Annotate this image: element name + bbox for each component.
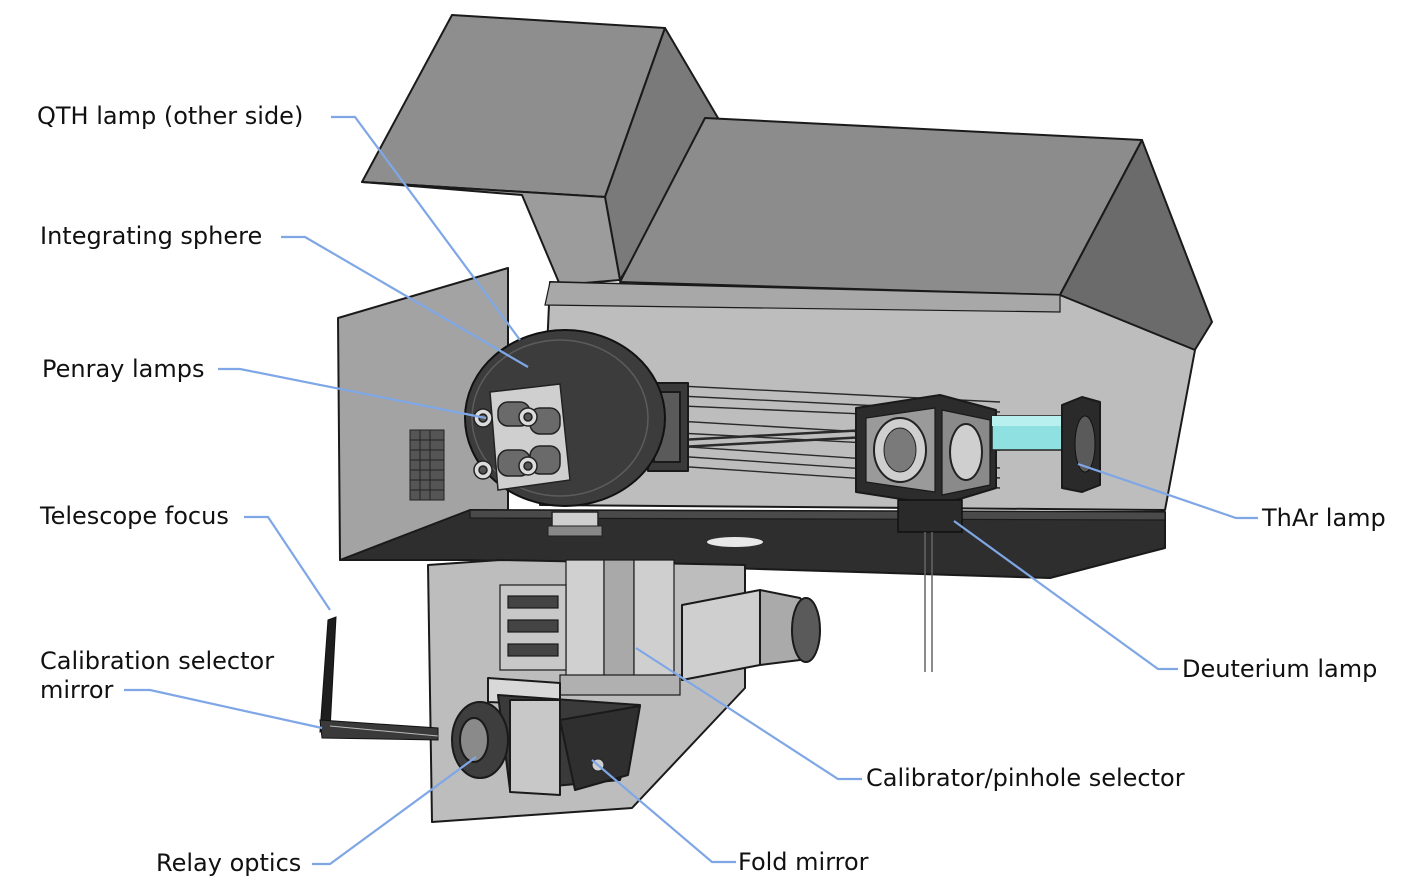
telescope-focus-stub xyxy=(319,616,439,741)
label-fold-mirror: Fold mirror xyxy=(738,848,869,876)
label-calibration-selector-mirror-2: mirror xyxy=(40,676,114,704)
fold-mirror-plate xyxy=(559,705,641,791)
leader-qth-lamp xyxy=(331,115,521,341)
leader-fold-mirror xyxy=(591,759,736,864)
translation-stage xyxy=(499,584,567,671)
integrating-sphere xyxy=(464,329,666,537)
enclosure xyxy=(337,14,1213,579)
leader-penray-lamps xyxy=(218,367,487,420)
leader-calibrator-pinhole-selector xyxy=(635,647,862,781)
lid-top xyxy=(619,117,1143,296)
lid-front-fold xyxy=(361,181,621,286)
label-calibration-selector-mirror-1: Calibration selector xyxy=(40,647,274,675)
deuterium-lamp-cube xyxy=(855,394,997,672)
labels: QTH lamp (other side) Integrating sphere… xyxy=(37,102,1386,877)
leader-integrating-sphere xyxy=(281,235,529,368)
leader-thar-lamp xyxy=(1077,462,1258,520)
pinhole-selector-columns xyxy=(559,559,681,696)
leader-calibration-selector-mirror xyxy=(124,688,323,730)
label-penray-lamps: Penray lamps xyxy=(42,355,205,383)
relay-optics-block xyxy=(451,677,641,796)
label-qth-lamp: QTH lamp (other side) xyxy=(37,102,303,130)
label-deuterium-lamp: Deuterium lamp xyxy=(1182,655,1377,683)
vent-grille xyxy=(409,429,445,501)
leader-telescope-focus xyxy=(244,515,331,611)
base-plate-hole xyxy=(707,537,763,547)
lower-assembly xyxy=(319,559,821,823)
label-telescope-focus: Telescope focus xyxy=(39,502,229,530)
stepper-motor xyxy=(681,589,821,681)
leader-lines xyxy=(124,115,1258,866)
label-thar-lamp: ThAr lamp xyxy=(1261,504,1386,532)
leader-deuterium-lamp xyxy=(953,520,1178,671)
label-relay-optics: Relay optics xyxy=(156,849,301,877)
label-calibrator-pinhole-selector: Calibrator/pinhole selector xyxy=(866,764,1185,792)
label-integrating-sphere: Integrating sphere xyxy=(40,222,262,250)
housing-back-strip xyxy=(544,281,1061,313)
deuterium-lamp-mount xyxy=(897,499,963,533)
leader-relay-optics xyxy=(312,756,477,866)
